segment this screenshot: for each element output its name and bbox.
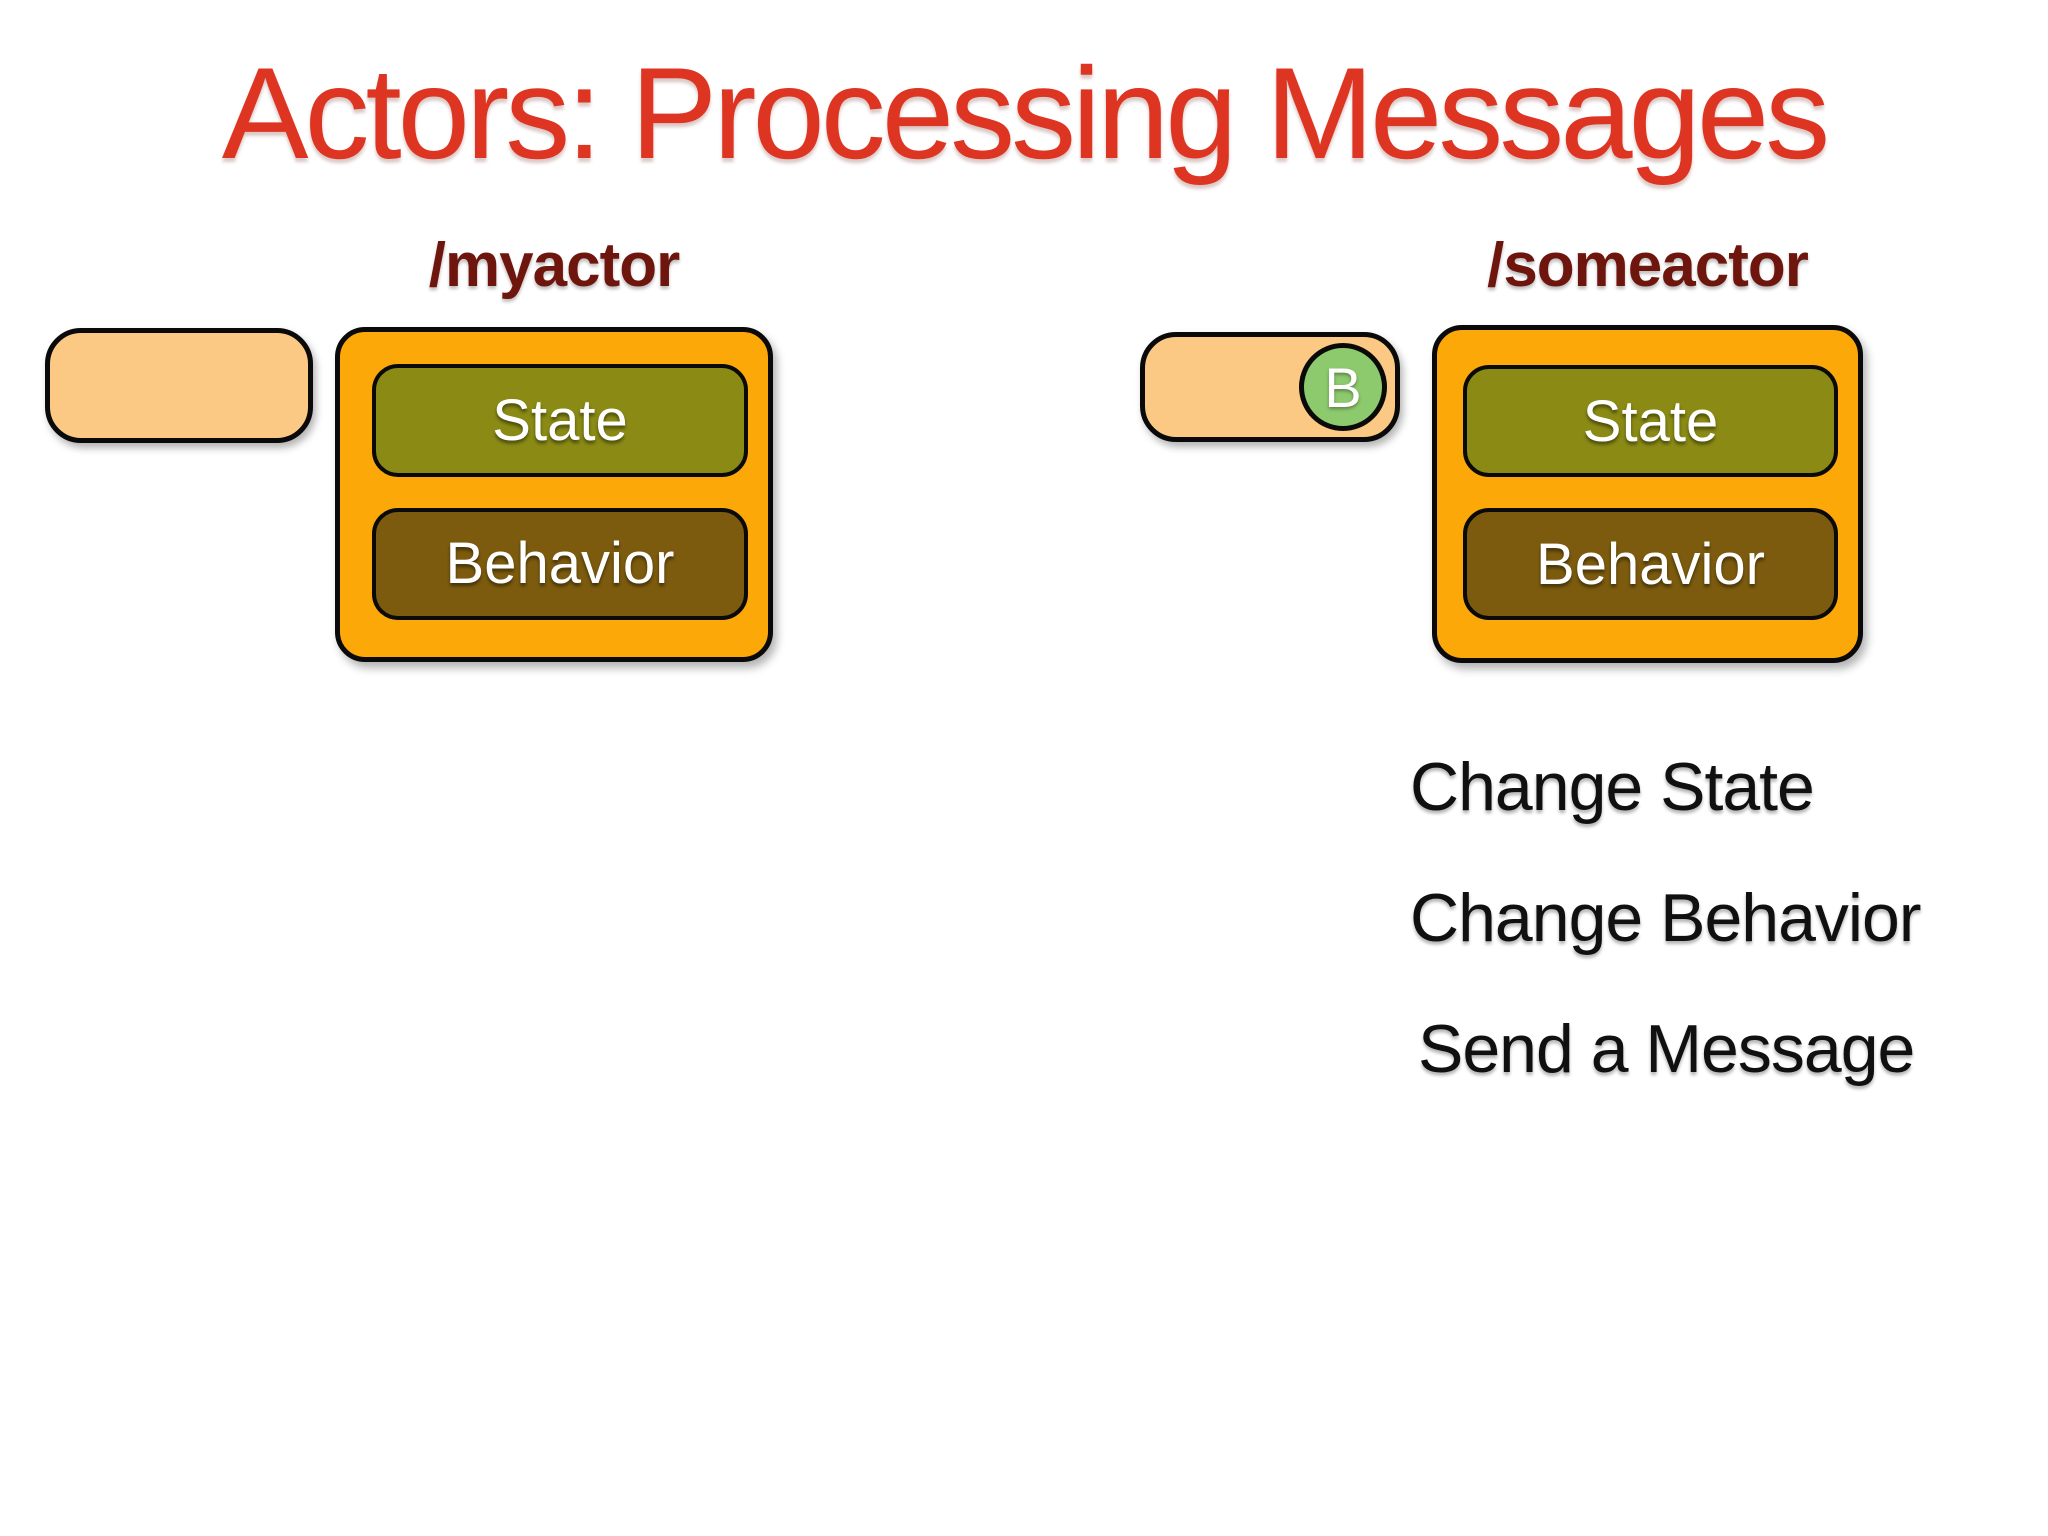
- actions-list: Change State Change Behavior Send a Mess…: [1410, 749, 1921, 1142]
- actor-path-label-someactor: /someactor: [1487, 231, 1809, 300]
- mailbox-myactor: [45, 328, 313, 443]
- message-badge: B: [1299, 343, 1387, 431]
- mailbox-someactor: B: [1140, 332, 1400, 442]
- state-label: State: [1582, 388, 1719, 454]
- action-item: Change State: [1410, 749, 1815, 825]
- behavior-box: Behavior: [1463, 508, 1838, 620]
- action-item: Change Behavior: [1410, 879, 1921, 956]
- action-item: Send a Message: [1418, 1010, 1915, 1087]
- state-box: State: [1463, 365, 1838, 477]
- behavior-label: Behavior: [1536, 531, 1765, 597]
- actor-path-label-myactor: /myactor: [428, 231, 680, 300]
- state-box: State: [372, 364, 748, 477]
- actor-box-myactor: State Behavior: [335, 327, 773, 662]
- behavior-label: Behavior: [445, 531, 675, 597]
- slide-title: Actors: Processing Messages: [221, 40, 1830, 186]
- actor-box-someactor: State Behavior: [1432, 325, 1863, 663]
- behavior-box: Behavior: [372, 507, 748, 620]
- state-label: State: [492, 387, 628, 453]
